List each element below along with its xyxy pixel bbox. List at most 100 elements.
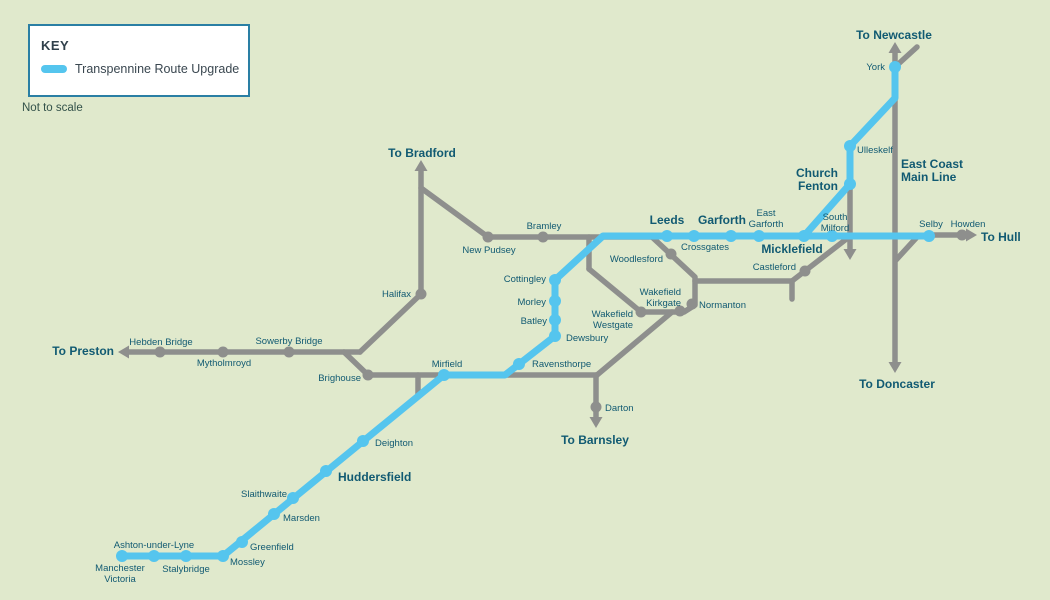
line-halifax-diagonal	[357, 291, 424, 355]
station-dot-halifax	[415, 288, 427, 300]
station-dot-deighton	[357, 435, 369, 447]
label-ashton-under-lyne: Ashton-under-Lyne	[114, 540, 194, 551]
station-dot-darton	[590, 401, 602, 413]
label-to-preston: To Preston	[52, 344, 114, 358]
label-slaithwaite: Slaithwaite	[241, 489, 287, 500]
label-huddersfield: Huddersfield	[338, 470, 411, 484]
key-legend-label: Transpennine Route Upgrade	[75, 62, 240, 76]
label-mossley: Mossley	[230, 557, 265, 568]
station-dot-howden	[956, 229, 968, 241]
station-dot-mossley	[217, 550, 229, 562]
station-dot-new-pudsey	[482, 231, 494, 243]
station-dot-micklefield	[798, 230, 810, 242]
station-dot-huddersfield	[320, 465, 332, 477]
key-box: KEY Transpennine Route Upgrade	[28, 24, 250, 97]
label-darton: Darton	[605, 403, 634, 414]
station-dot-ravensthorpe	[513, 358, 525, 370]
station-dot-cottingley	[549, 274, 561, 286]
label-batley: Batley	[521, 316, 548, 327]
arrow-to-preston	[118, 345, 129, 359]
label-york: York	[866, 62, 885, 73]
station-dot-marsden	[268, 508, 280, 520]
label-mirfield: Mirfield	[432, 359, 463, 370]
label-ravensthorpe: Ravensthorpe	[532, 359, 591, 370]
label-greenfield: Greenfield	[250, 542, 294, 553]
label-new-pudsey: New Pudsey	[462, 245, 516, 256]
label-marsden: Marsden	[283, 513, 320, 524]
station-dot-selby	[923, 230, 935, 242]
station-dot-bramley	[537, 231, 549, 243]
label-stalybridge: Stalybridge	[162, 564, 210, 575]
station-dot-south-milford	[826, 230, 838, 242]
station-dot-mytholmroyd	[217, 346, 229, 358]
arrow-to-hull	[966, 228, 977, 242]
station-dot-wakefield-westgate	[635, 306, 647, 318]
label-normanton: Normanton	[699, 300, 746, 311]
label-to-newcastle: To Newcastle	[856, 28, 932, 42]
label-hebden-bridge: Hebden Bridge	[129, 337, 192, 348]
station-dot-ulleskelf	[844, 140, 856, 152]
station-dot-woodlesford	[665, 248, 677, 260]
station-dot-dewsbury	[549, 330, 561, 342]
station-dot-morley	[549, 295, 561, 307]
station-dot-normanton	[686, 298, 698, 310]
label-morley: Morley	[517, 297, 546, 308]
station-dot-sowerby-bridge	[283, 346, 295, 358]
arrow-to-doncaster	[888, 362, 902, 373]
arrow-to-newcastle	[888, 42, 902, 53]
label-garforth: Garforth	[698, 213, 746, 227]
label-brighouse: Brighouse	[318, 373, 361, 384]
arrow-to-barnsley	[589, 417, 603, 428]
label-leeds: Leeds	[650, 213, 685, 227]
label-to-doncaster: To Doncaster	[859, 377, 935, 391]
station-dot-hebden-bridge	[154, 346, 166, 358]
label-to-hull: To Hull	[981, 230, 1021, 244]
label-bramley: Bramley	[527, 221, 562, 232]
station-dot-mirfield	[438, 369, 450, 381]
key-legend-row: Transpennine Route Upgrade	[41, 62, 248, 76]
label-to-barnsley: To Barnsley	[561, 433, 629, 447]
station-dot-church-fenton	[844, 178, 856, 190]
line-selby-triangle	[893, 233, 921, 263]
station-dot-wakefield-kirkgate	[674, 305, 686, 317]
line-brighouse-chord	[341, 349, 371, 378]
label-sowerby-bridge: Sowerby Bridge	[255, 336, 322, 347]
route-line-swatch	[41, 65, 67, 73]
line-barnsley-diagonal	[594, 309, 675, 378]
key-title: KEY	[41, 38, 70, 53]
station-dot-batley	[549, 314, 561, 326]
arrow-church-fenton-branch	[843, 249, 857, 260]
station-dot-stalybridge	[180, 550, 192, 562]
label-to-bradford: To Bradford	[388, 146, 456, 160]
label-howden: Howden	[951, 219, 986, 230]
label-halifax: Halifax	[382, 289, 411, 300]
station-dot-east-garforth	[753, 230, 765, 242]
label-selby: Selby	[919, 219, 943, 230]
station-dot-slaithwaite	[287, 492, 299, 504]
route-transpennine-main	[118, 232, 933, 560]
station-dot-brighouse	[362, 369, 374, 381]
label-micklefield: Micklefield	[761, 242, 822, 256]
label-castleford: Castleford	[753, 262, 796, 273]
station-dot-leeds	[661, 230, 673, 242]
line-westgate-diagonal	[586, 266, 644, 315]
arrow-to-bradford	[414, 160, 428, 171]
label-woodlesford: Woodlesford	[610, 254, 663, 265]
station-dot-garforth	[725, 230, 737, 242]
station-dot-manchester-victoria	[116, 550, 128, 562]
label-deighton: Deighton	[375, 438, 413, 449]
label-cottingley: Cottingley	[504, 274, 546, 285]
station-dot-castleford	[799, 265, 811, 277]
label-crossgates: Crossgates	[681, 242, 729, 253]
scale-note: Not to scale	[22, 102, 83, 114]
label-ulleskelf: Ulleskelf	[857, 145, 893, 156]
station-dot-york	[889, 61, 901, 73]
line-new-pudsey-diagonal	[418, 185, 491, 240]
